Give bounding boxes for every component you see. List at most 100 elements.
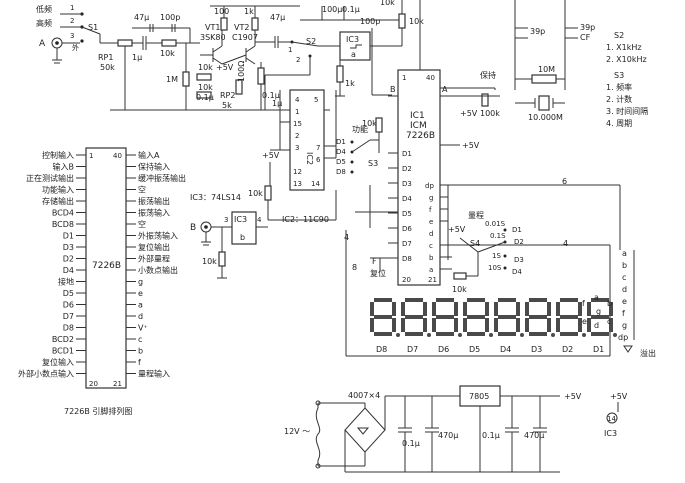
c47-label: 47μ [134, 13, 149, 22]
cf-label: CF [580, 33, 591, 42]
digit-label: D6 [438, 345, 449, 354]
c1u-bias: 1μ [272, 99, 282, 108]
s4-ref: S4 [470, 239, 480, 248]
ic2-pin-5: 5 [314, 96, 318, 104]
ic2-pin-4: 4 [295, 96, 300, 104]
bridge-label: 4007×4 [348, 391, 380, 400]
s4-opt4: 10S [488, 264, 502, 272]
pinout-left-pin: BCD1 [52, 347, 74, 356]
pinout-left-pin: 正在测试输出 [26, 173, 74, 183]
display-segment-labels: f e a g d b c [582, 293, 612, 330]
ic2-pin-3: 3 [295, 144, 299, 152]
s1-input-a: A [39, 39, 46, 49]
s3-ref: S3 [368, 159, 378, 168]
c100u-label: 100μ [322, 5, 342, 14]
ic1-b-label: B [390, 85, 396, 94]
s3-func-label: 功能 [352, 124, 368, 134]
pinout-left-pin: D4 [63, 266, 74, 275]
pinout-left-pin: 输入B [53, 162, 75, 172]
s3-d5: D5 [336, 158, 346, 166]
ic1-right-dp: dp [425, 182, 434, 190]
s4-opt2: 0.1S [490, 232, 506, 240]
r10k-bias-b: 10k [198, 83, 213, 92]
ic1-left-d8: D8 [402, 255, 412, 263]
pwr-v5-ic: +5V [610, 392, 628, 401]
pinout-left-pin: 外部小数点输入 [18, 369, 74, 379]
ic3b-ref: IC3 [234, 215, 247, 224]
ic1-right-a: a [429, 266, 433, 274]
note-s3-opt3: 3. 时间间隔 [606, 106, 648, 116]
bus-n6: 6 [562, 177, 567, 186]
pwr-v5-out: +5V [564, 392, 582, 401]
ic1-pin40: 40 [426, 74, 435, 82]
c39p-label: 39p [530, 27, 545, 36]
pinout-left-pin: 接地 [58, 277, 74, 287]
r1m-label: 1M [166, 75, 178, 84]
display-digit [587, 298, 617, 337]
pinout-right-pin: 输入A [138, 150, 160, 160]
segment-bus-labels: a b c d e f g dp 溢出 [618, 249, 656, 358]
ic2-pin-15: 15 [293, 120, 302, 128]
ic1-left-d4: D4 [402, 195, 412, 203]
digit-label: D7 [407, 345, 418, 354]
r1k-ic3a-label: 1k [345, 79, 355, 88]
digit-label: D4 [500, 345, 511, 354]
ic2-pin-14: 14 [311, 180, 320, 188]
r100ohm-label: 100Ω [237, 61, 246, 82]
r10m-label: 10M [538, 65, 555, 74]
ic2-box [289, 89, 325, 191]
pinout-chip-name: 7226B [92, 261, 121, 271]
ic2-pin-2: 2 [295, 132, 299, 140]
s2-ref: S2 [306, 37, 316, 46]
switch-s4: 量程 +5V 0.01S 0.1S 1S 10S D1 D2 D3 D4 S4 … [448, 211, 524, 294]
s1-pin1: 1 [70, 4, 74, 12]
ic3b-unit: b [240, 233, 245, 242]
pinout-right-pin: d [138, 312, 143, 321]
pinout-right-pin: a [138, 301, 143, 310]
pinout-caption: 7226B 引脚排列图 [64, 406, 132, 416]
display-seg-d: d [594, 321, 599, 330]
transistor-stage: VT1 3SK80 VT2 C1907 100 1k 47μ 10k +5V 1… [196, 5, 300, 110]
pinout-left-pin: BCD8 [52, 220, 74, 229]
pin14-circle [606, 412, 618, 424]
note-s3-opt2: 2. 计数 [606, 94, 632, 104]
pinout-left-pin: D6 [63, 301, 74, 310]
pinout-left-pin: 存储输出 [42, 196, 74, 206]
display-digit [370, 298, 400, 337]
vt1-model: 3SK80 [200, 33, 226, 42]
v5-bias: +5V [216, 63, 234, 72]
pwr-c470b: 470μ [524, 431, 544, 440]
ic1-pin20: 20 [402, 276, 411, 284]
ic1-pin1: 1 [402, 74, 406, 82]
s1-pin3: 3 [70, 32, 74, 40]
pwr-c01b: 0.1μ [482, 431, 500, 440]
ic1-left-d2: D2 [402, 165, 412, 173]
pinout-pin21: 21 [113, 380, 122, 388]
bus-seg-f: f [622, 309, 625, 318]
ic1-ref: IC1 [410, 111, 425, 121]
pinout-right-pin: 空 [138, 219, 146, 229]
pinout-left-pin: D7 [63, 312, 74, 321]
pinout-right-pin: 振荡输入 [138, 208, 170, 218]
pinout-right-pin: 小数点输出 [138, 265, 178, 275]
ic3b-gate: IC3：74LS14 B 3 4 IC3 b 10k [190, 193, 268, 279]
pinout-right-pin: 保持输入 [138, 162, 170, 172]
ic3a-unit: a [351, 50, 356, 59]
digit-label: D2 [562, 345, 573, 354]
rp2-value: 5k [222, 101, 232, 110]
ic3b-r10k: 10k [202, 257, 217, 266]
power-supply: 4007×4 7805 12V ～ 0.1μ 470μ 0.1μ 470μ +5… [284, 385, 628, 473]
s4-d3: D3 [514, 256, 524, 264]
pinout-left-pin: 功能输入 [42, 185, 74, 195]
pinout-right-pin: b [138, 347, 143, 356]
pinout-left-pin: D2 [63, 255, 74, 264]
display-digit [401, 298, 431, 337]
ic1-left-d5: D5 [402, 210, 412, 218]
ic3b-pin4: 4 [257, 216, 262, 224]
s1-high-freq-label: 高频 [36, 18, 52, 28]
c01b-bias: 0.1μ [262, 91, 280, 100]
pinout-right-pin: V⁺ [138, 324, 148, 333]
ic1-left-d7: D7 [402, 240, 412, 248]
ic1-model1: ICM [410, 121, 427, 131]
